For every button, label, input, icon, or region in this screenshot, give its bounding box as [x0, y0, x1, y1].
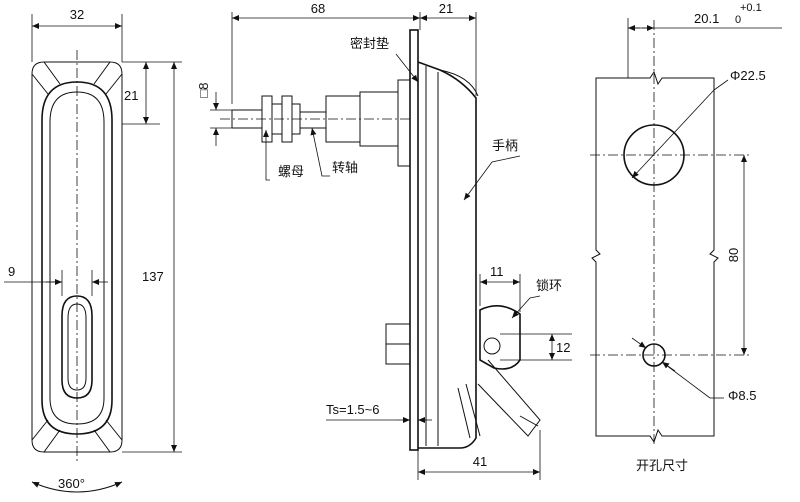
dim-lock-gap-12: 12: [556, 340, 570, 355]
dim-slot-9: 9: [8, 264, 15, 279]
dim-spacing-80: 80: [726, 248, 741, 262]
dim-height-137: 137: [142, 269, 164, 284]
dim-top-21: 21: [124, 88, 138, 103]
rotation-label: 360°: [58, 476, 85, 491]
label-nut: 螺母: [278, 165, 304, 180]
tol-lower: 0: [735, 14, 741, 26]
dim-depth-21: 21: [439, 1, 453, 16]
cutout-view: 20.1 +0.1 0 Φ22.5 80 Φ8.5 开孔尺寸: [590, 2, 782, 474]
label-shaft: 转轴: [332, 161, 358, 176]
dim-width-32: 32: [70, 7, 84, 22]
dim-big-hole: Φ22.5: [730, 68, 766, 83]
dim-small-hole: Φ8.5: [728, 388, 756, 403]
dim-square-8: □8: [196, 82, 211, 97]
mounting-panel: [409, 29, 419, 451]
dim-total-41: 41: [473, 454, 487, 469]
dim-offset-20-1: 20.1: [694, 11, 719, 26]
key-slot: [61, 295, 93, 399]
tol-upper: +0.1: [740, 2, 762, 14]
label-gasket: 密封垫: [350, 36, 389, 52]
front-inner-recess: [41, 81, 113, 435]
label-lock-ring: 锁环: [536, 278, 562, 294]
thickness-ts: Ts=1.5~6: [326, 402, 380, 417]
dim-shaft-68: 68: [311, 1, 325, 16]
side-view: □8 68 21 密封垫 螺母 转轴 手柄 11: [196, 1, 572, 480]
label-handle: 手柄: [492, 139, 518, 154]
front-view: 32 21 137 9 360°: [4, 7, 182, 493]
handle-body: [417, 61, 477, 449]
dim-lock-width-11: 11: [490, 264, 504, 279]
cutout-panel: [591, 70, 719, 444]
cutout-title: 开孔尺寸: [636, 459, 688, 474]
